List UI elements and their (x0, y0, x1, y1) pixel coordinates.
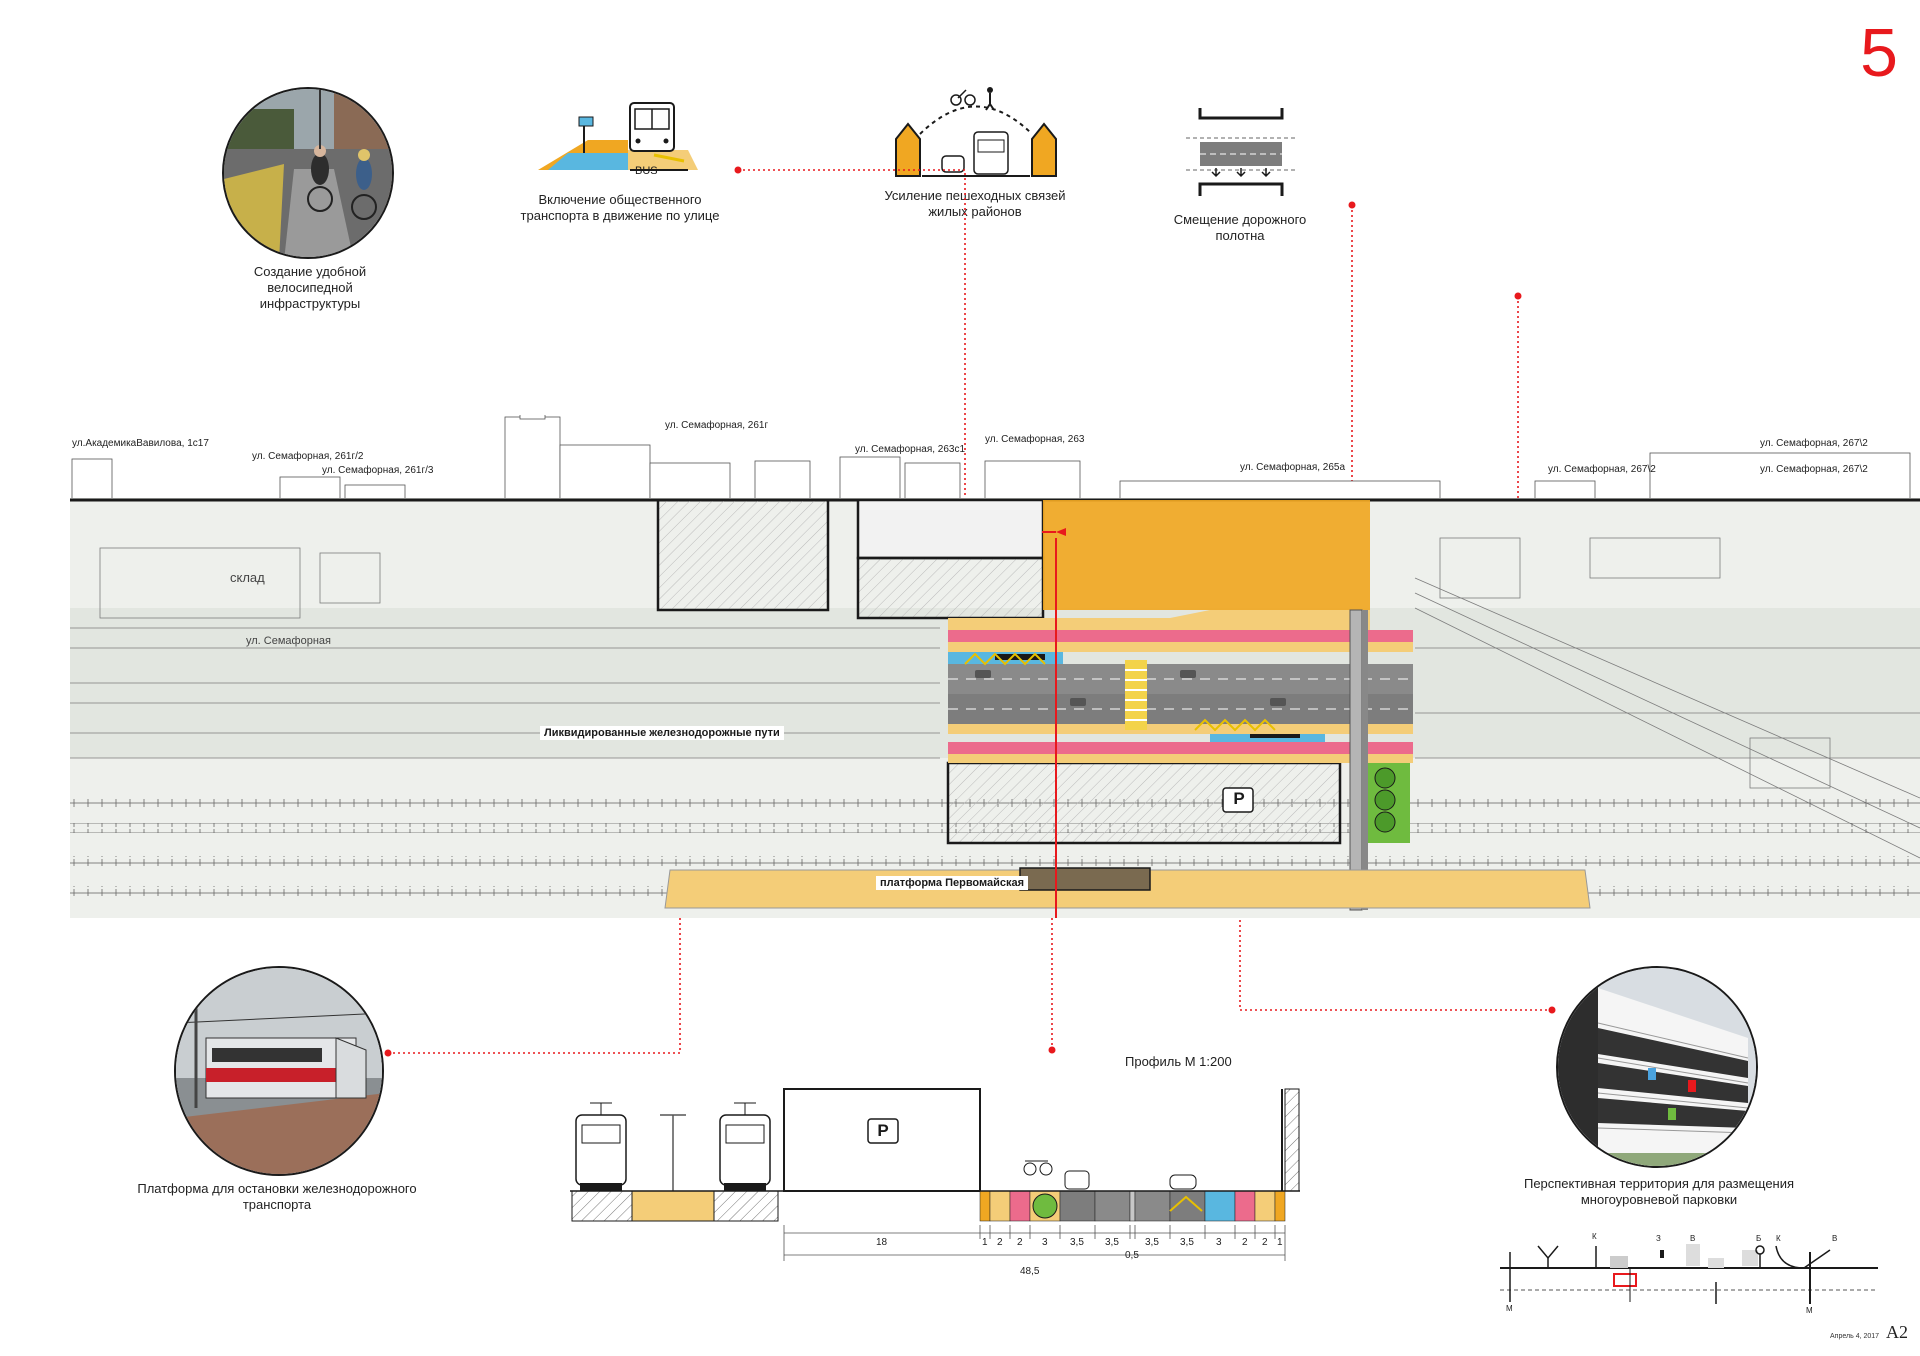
profile-title: Профиль М 1:200 (1125, 1054, 1232, 1069)
leader-bus (738, 169, 966, 660)
keymap-letter: Б (1756, 1234, 1762, 1243)
road-shift-caption: Смещение дорожного полотна (1173, 212, 1307, 243)
bus-label: BUS (635, 165, 658, 177)
parking-garage-photo (1556, 966, 1758, 1168)
street-label: ул. Семафорная, 267\2 (1548, 464, 1656, 475)
master-plan: ул. Семафорная склад Ликвидированные жел… (70, 498, 1920, 978)
keymap-letter: К (1776, 1234, 1781, 1243)
keymap-letter: К (1592, 1232, 1597, 1241)
bus-caption: Включение общественного транспорта в дви… (520, 192, 720, 223)
dim-label: 1 (982, 1237, 988, 1248)
street-label: ул. Семафорная, 267\2 (1760, 464, 1868, 475)
dim-label: 1 (1277, 1237, 1283, 1248)
parking-caption: Перспективная территория для размещения … (1523, 1176, 1795, 1207)
dim-label: 3,5 (1105, 1237, 1119, 1248)
plan-parking-symbol: P (1233, 789, 1245, 808)
dim-label: 2 (997, 1237, 1003, 1248)
dim-label: 3,5 (1070, 1237, 1084, 1248)
dim-label: 3,5 (1145, 1237, 1159, 1248)
street-label: ул. Семафорная, 261г/3 (322, 465, 434, 476)
footer-date: Апрель 4, 2017 (1830, 1333, 1880, 1340)
keymap-letter: В (1690, 1234, 1696, 1243)
key-map: М К З В Б К В М (1494, 1222, 1884, 1322)
bus-stop-icon: BUS (538, 95, 698, 185)
dim-label: 3,5 (1180, 1237, 1194, 1248)
dim-label: 2 (1242, 1237, 1248, 1248)
dim-median: 0,5 (1125, 1250, 1139, 1261)
dim-label: 2 (1262, 1237, 1268, 1248)
keymap-letter: М (1806, 1306, 1813, 1315)
keymap-letter: В (1832, 1234, 1838, 1243)
street-label: ул. Семафорная, 263 (985, 434, 1085, 445)
building-silhouettes (71, 415, 1911, 500)
street-label: ул. Семафорная, 263с1 (855, 444, 966, 455)
leader-train (388, 890, 681, 1054)
dim-total: 48,5 (1020, 1266, 1040, 1277)
pedestrian-link-icon (886, 84, 1066, 184)
keymap-letter: З (1656, 1234, 1661, 1243)
removed-tracks-label: Ликвидированные железнодорожные пути (540, 726, 784, 740)
profile-section: P 18 1 2 2 3 3,5 3,5 3,5 3,5 3 2 2 1 0,5… (570, 1085, 1370, 1285)
keymap-letter: М (1506, 1304, 1513, 1313)
map-street-label: ул. Семафорная (246, 635, 331, 647)
street-label: ул. Семафорная, 261г (665, 420, 769, 431)
dim-label: 2 (1017, 1237, 1023, 1248)
dim-label: 3 (1042, 1237, 1048, 1248)
sheet-number: 5 (1860, 15, 1898, 91)
footer-format: A2 (1886, 1322, 1908, 1342)
street-label: ул. Семафорная, 267\2 (1760, 438, 1868, 449)
bike-caption: Создание удобной велосипедной инфраструк… (253, 264, 367, 311)
platform-label: платформа Первомайская (876, 876, 1029, 890)
train-photo (174, 966, 384, 1176)
street-label: ул. Семафорная, 265а (1240, 462, 1346, 473)
dim-label: 18 (876, 1237, 888, 1248)
profile-parking-symbol: P (877, 1121, 889, 1140)
train-caption: Платформа для остановки железнодорожного… (137, 1181, 417, 1212)
map-warehouse-label: склад (230, 570, 265, 585)
dim-label: 3 (1216, 1237, 1222, 1248)
road-shift-icon (1186, 104, 1296, 198)
pedestrian-caption: Усиление пешеходных связей жилых районов (884, 188, 1066, 219)
street-label: ул.АкадемикаВавилова, 1с17 (72, 438, 209, 449)
street-label: ул. Семафорная, 261г/2 (252, 451, 364, 462)
